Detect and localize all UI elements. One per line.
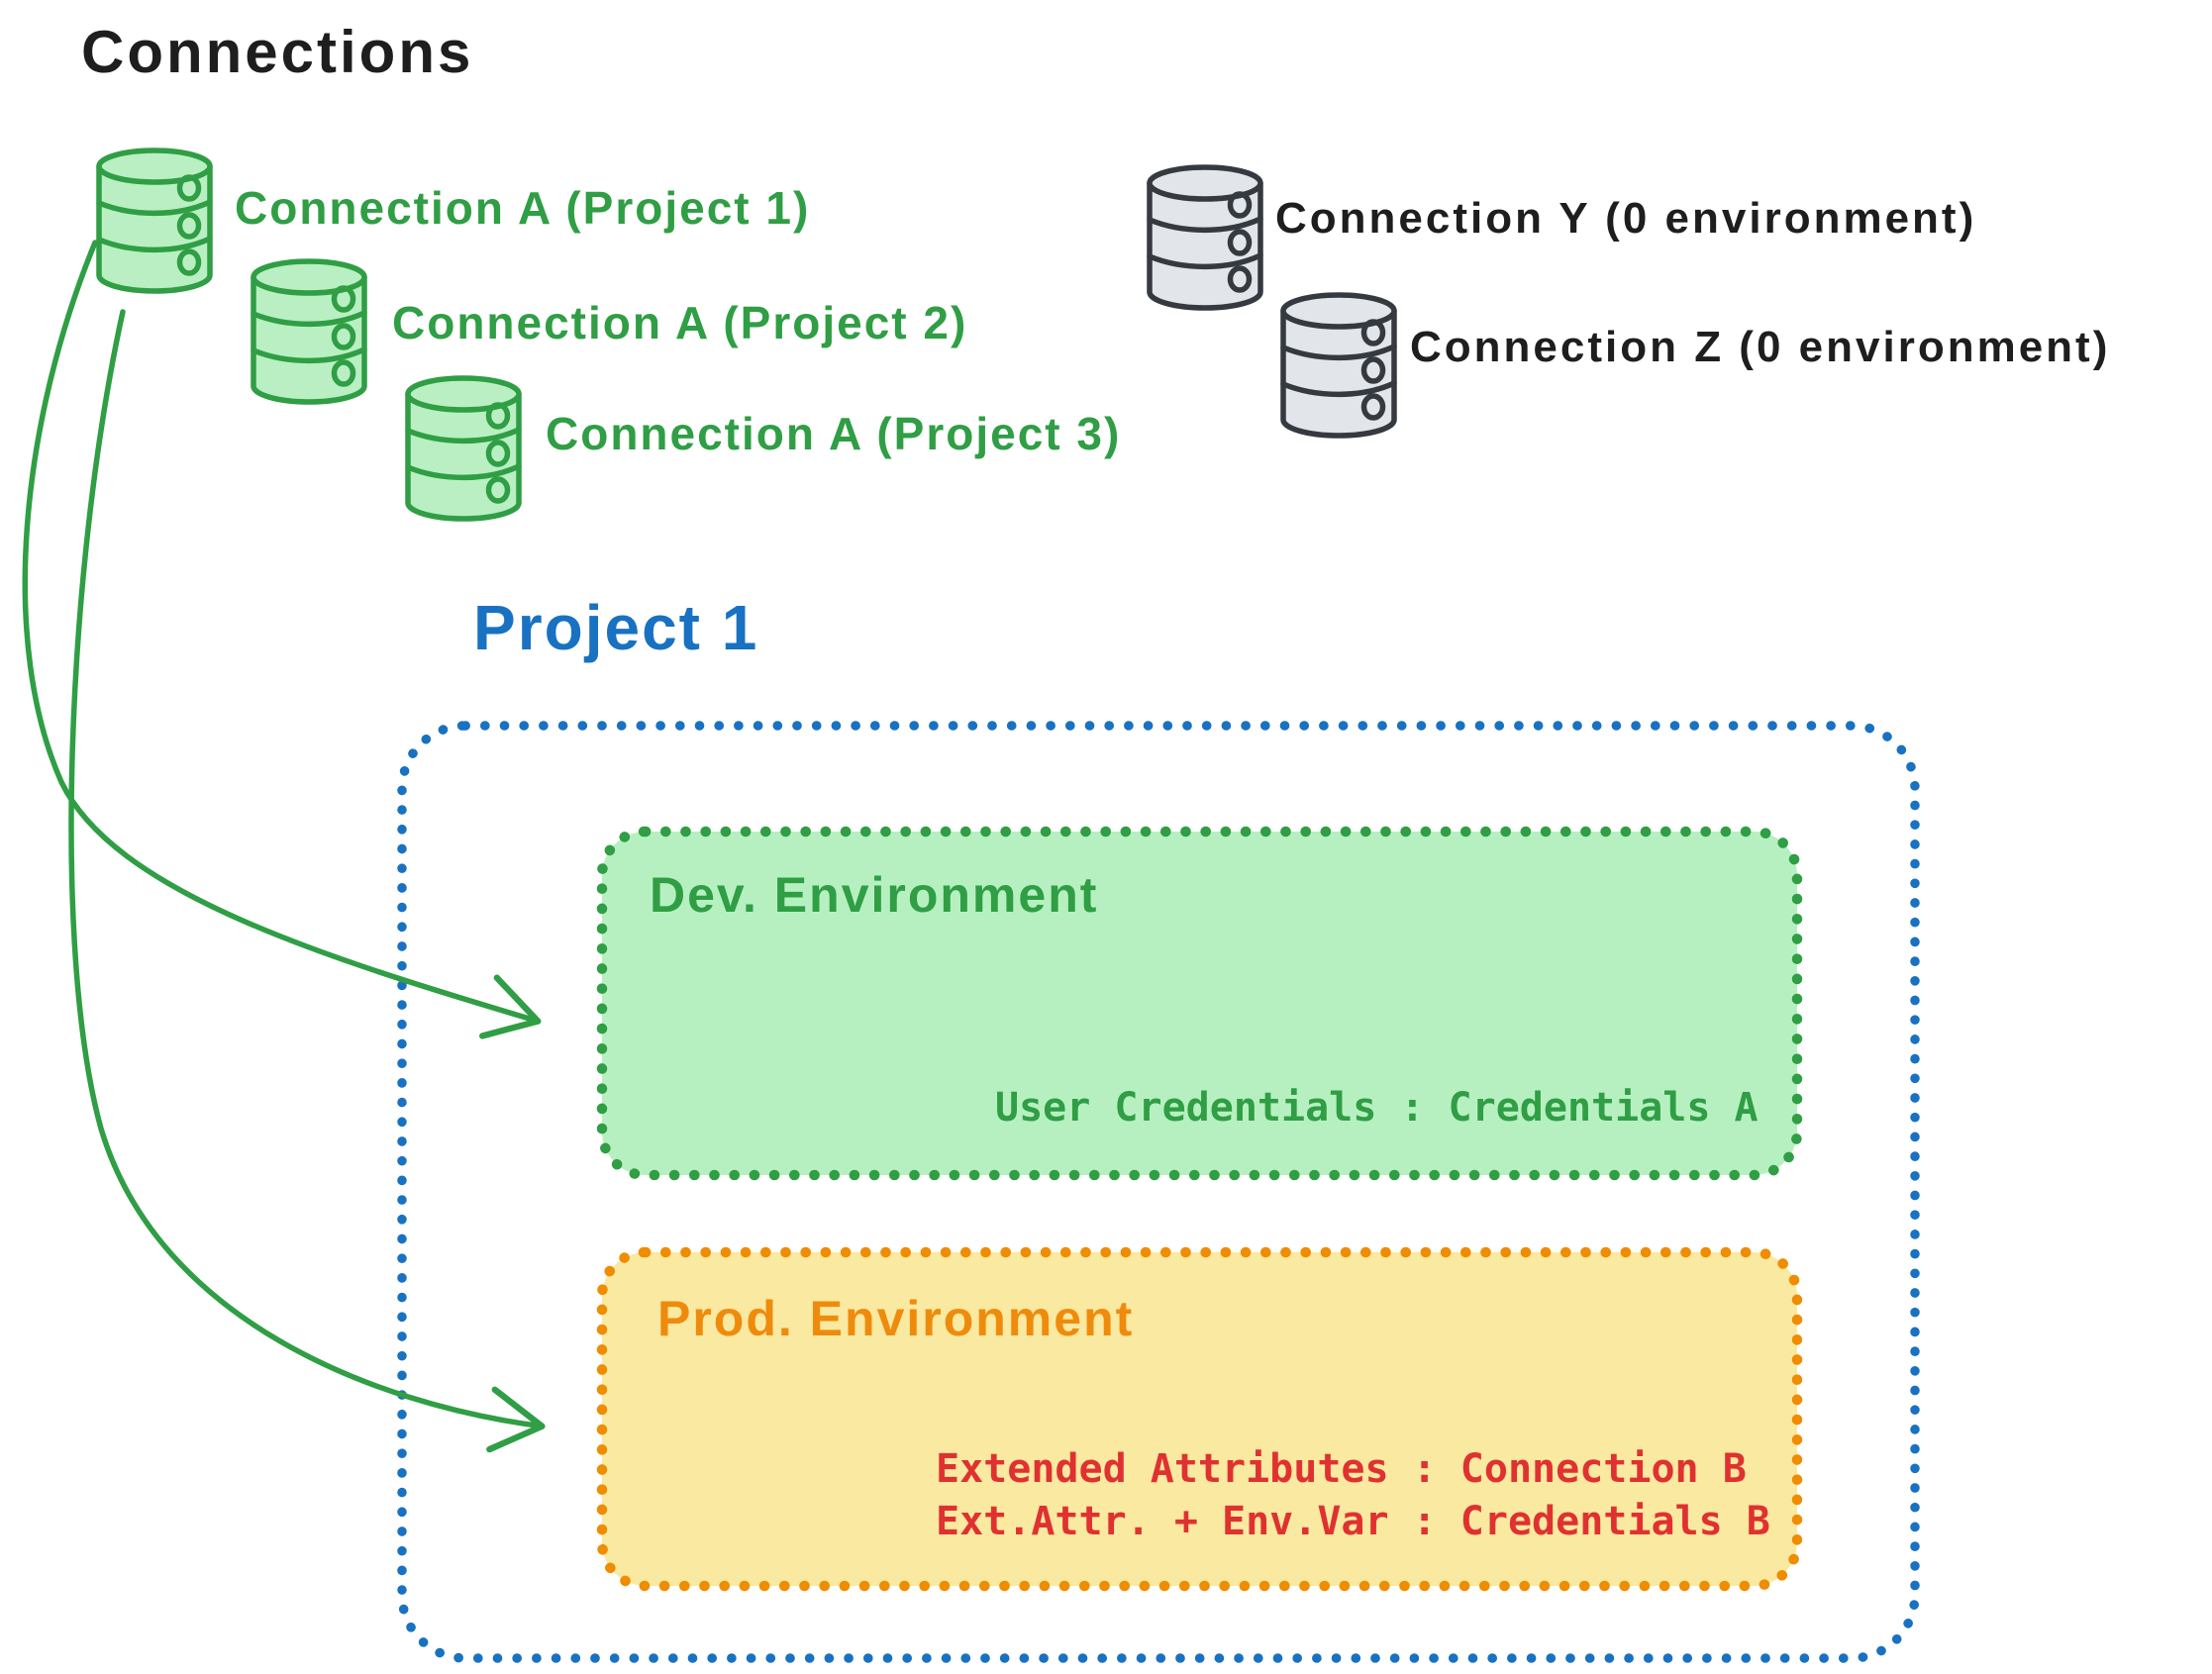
database-icon <box>1283 295 1394 436</box>
prod-credential-mappings: Extended Attributes : Connection B Ext.A… <box>936 1443 1770 1548</box>
arrow-connection-a-to-prod-environment <box>68 309 546 1453</box>
prod-environment-title: Prod. Environment <box>657 1291 1135 1346</box>
connection-a-project-1-label: Connection A (Project 1) <box>235 182 811 234</box>
prod-environment-box <box>596 1246 1803 1592</box>
database-icon <box>1150 167 1260 308</box>
dev-environment-title: Dev. Environment <box>650 867 1099 923</box>
connection-y-label: Connection Y (0 environment) <box>1275 194 1977 243</box>
arrow-connection-a-to-dev-environment <box>22 240 542 1039</box>
dev-credential-mapping: User Credentials : Credentials A <box>995 1085 1759 1131</box>
connection-z-label: Connection Z (0 environment) <box>1410 323 2111 371</box>
connection-a-project-2-label: Connection A (Project 2) <box>392 297 968 348</box>
project-1-box <box>397 721 1920 1663</box>
database-icon <box>253 261 364 402</box>
page-title: Connections <box>81 19 474 85</box>
project-1-title: Project 1 <box>473 592 759 663</box>
database-icon <box>99 150 210 291</box>
prod-credential-mapping-env-var: Ext.Attr. + Env.Var : Credentials B <box>936 1499 1770 1544</box>
database-icon <box>408 378 519 519</box>
connection-a-project-3-label: Connection A (Project 3) <box>546 408 1122 459</box>
prod-credential-mapping-extended-attributes: Extended Attributes : Connection B <box>936 1446 1747 1492</box>
dev-environment-box <box>596 826 1803 1181</box>
